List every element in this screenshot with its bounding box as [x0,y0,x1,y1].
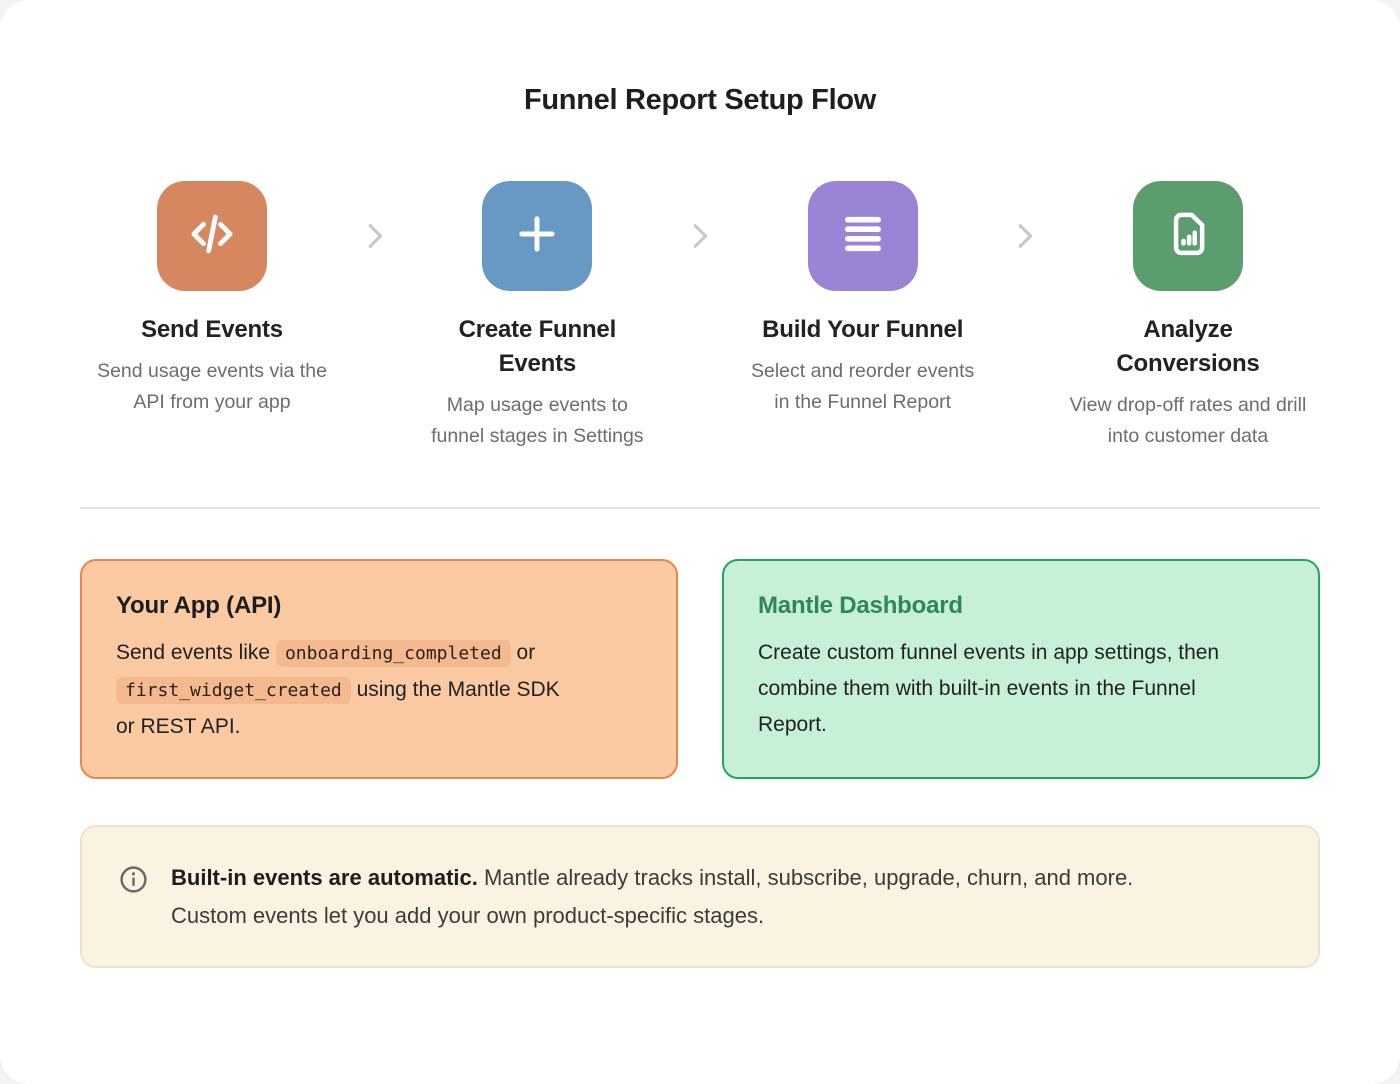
flow-arrow-2 [669,181,730,260]
api-body-text: Send events like [116,641,276,664]
step-analyze-conversions: Analyze Conversions View drop-off rates … [1056,181,1320,451]
api-body-text: or [510,641,536,664]
flow-arrow-1 [344,181,405,260]
code-icon [183,205,241,268]
info-icon [118,864,149,900]
code-icon-tile [157,181,267,291]
step-description: Send usage events via the API from your … [97,360,327,413]
your-app-api-card: Your App (API) Send events like onboardi… [80,559,678,779]
step-title: Send Events [141,316,283,343]
flow-arrow-3 [995,181,1056,260]
api-card-title: Your App (API) [116,592,282,619]
dashboard-card-body: Create custom funnel events in app setti… [758,641,1220,736]
plus-icon [509,206,565,267]
callout-bold-text: Built-in events are automatic. [171,865,478,890]
callout-text: Built-in events are automatic. Mantle al… [171,859,1161,934]
page-title: Funnel Report Setup Flow [523,84,877,116]
mantle-dashboard-card: Mantle Dashboard Create custom funnel ev… [722,559,1320,779]
info-cards-row: Your App (API) Send events like onboardi… [80,559,1320,779]
step-build-your-funnel: Build Your Funnel Select and reorder eve… [731,181,995,417]
step-description: View drop-off rates and drill into custo… [1069,394,1307,447]
code-chip-onboarding-completed: onboarding_completed [275,640,511,667]
step-description: Select and reorder events in the Funnel … [751,360,975,413]
callout-regular-text: Mantle already tracks install, subscribe… [171,865,1134,928]
dashboard-card-title: Mantle Dashboard [758,592,963,619]
step-title: Analyze Conversions [1116,316,1260,377]
api-body-text: using the Mantle SDK or REST API. [116,678,560,738]
chevron-right-icon [681,217,719,260]
report-document-icon [1161,207,1215,266]
step-title: Create Funnel Events [458,316,617,377]
setup-steps-row: Send Events Send usage events via the AP… [80,181,1320,451]
report-document-icon-tile [1132,181,1243,291]
step-title: Build Your Funnel [762,316,964,343]
api-card-body: Send events like onboarding_completed or… [116,635,584,745]
step-send-events: Send Events Send usage events via the AP… [80,181,344,417]
step-description: Map usage events to funnel stages in Set… [431,394,644,447]
built-in-events-callout: Built-in events are automatic. Mantle al… [80,825,1320,968]
code-chip-first-widget-created: first_widget_created [116,677,351,704]
plus-icon-tile [482,181,593,291]
list-icon-tile [807,181,918,291]
section-divider [80,507,1320,509]
list-icon [837,208,889,265]
chevron-right-icon [356,217,394,260]
chevron-right-icon [1006,217,1044,260]
step-create-funnel-events: Create Funnel Events Map usage events to… [405,181,669,451]
